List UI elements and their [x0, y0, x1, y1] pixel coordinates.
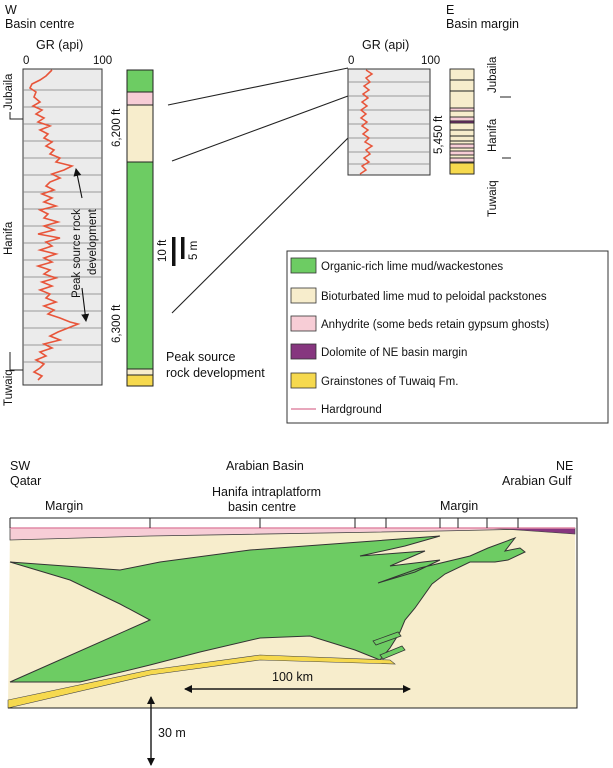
west-direction: W — [5, 3, 17, 17]
legend-item-grainstone: Grainstones of Tuwaiq Fm. — [290, 372, 458, 389]
west-gr-scale-max: 100 — [93, 55, 112, 67]
west-location: Basin centre — [5, 17, 75, 31]
legend-label-organic: Organic-rich lime mud/wackestones — [321, 261, 503, 273]
west-litho-anhydrite — [126, 91, 154, 106]
east-litho-anhydrite-4 — [449, 150, 475, 156]
west-litho-organic-main — [126, 161, 154, 370]
legend-label-bioturbated: Bioturbated lime mud to peloidal packsto… — [321, 291, 547, 303]
west-gr-gridlines — [23, 89, 102, 363]
east-gr-label: GR (api) — [362, 38, 409, 52]
cross-section — [7, 517, 578, 709]
xs-scale-v-label: 30 m — [158, 726, 186, 740]
xs-baseline — [8, 517, 578, 709]
legend-label-anhydrite: Anhydrite (some beds retain gypsum ghost… — [321, 319, 549, 331]
west-depth-upper: 6,200 ft — [111, 108, 123, 147]
xs-center-sub2: basin centre — [228, 500, 296, 514]
xs-scale-h-label: 100 km — [272, 670, 313, 684]
west-gr-label: GR (api) — [36, 38, 83, 52]
correlation-line-bottom — [171, 137, 349, 314]
west-litho-grainstone — [126, 374, 154, 387]
east-gr-curve — [359, 69, 374, 175]
west-depth-lower: 6,300 ft — [111, 304, 123, 343]
east-formation-labels: Jubaila Hanifa Tuwaiq — [487, 56, 511, 217]
xs-ne-direction: NE — [556, 459, 573, 473]
west-peak-arrow-up — [73, 168, 83, 199]
legend-item-dolomite: Dolomite of NE basin margin — [290, 343, 467, 360]
xs-sw-name: Qatar — [10, 474, 41, 488]
east-gr-log: GR (api) 0 100 5,450 ft — [347, 38, 445, 176]
legend-item-organic: Organic-rich lime mud/wackestones — [290, 257, 503, 274]
east-litho-anhydrite-2 — [449, 116, 475, 122]
west-gr-scale-min: 0 — [23, 55, 29, 67]
legend: Organic-rich lime mud/wackestones Biotur… — [286, 250, 609, 424]
east-litho-anhydrite-5 — [449, 157, 475, 163]
legend-label-dolomite: Dolomite of NE basin margin — [321, 347, 467, 359]
legend-item-hardground: Hardground — [291, 404, 382, 416]
west-formation-tuwaiq: Tuwaiq — [3, 369, 15, 406]
xs-center-sub1: Hanifa intraplatform — [212, 485, 321, 499]
west-litho-bioturbated-lower — [126, 368, 154, 376]
scale-bar-m-label: 5 m — [188, 241, 200, 260]
vertical-scale-bar: 10 ft 5 m — [157, 237, 200, 266]
xs-margin-left: Margin — [45, 499, 83, 513]
east-litho-anhydrite-3 — [449, 143, 475, 149]
xs-ne-name: Arabian Gulf — [502, 474, 572, 488]
east-location: Basin margin — [446, 17, 519, 31]
xs-grainstone-base — [7, 654, 396, 709]
xs-organic-body — [9, 535, 526, 683]
legend-item-bioturbated: Bioturbated lime mud to peloidal packsto… — [290, 287, 547, 304]
west-peak-annotation-line2: development — [87, 208, 99, 275]
east-litho-grainstone — [449, 162, 475, 175]
scale-bar-10ft — [172, 237, 176, 266]
correlation-line-middle — [171, 95, 349, 162]
west-peak-footnote-line2: rock development — [166, 366, 265, 380]
correlation-line-top — [167, 67, 349, 106]
xs-center-title: Arabian Basin — [226, 459, 304, 473]
correlation-lines — [167, 67, 349, 314]
east-gr-scale-min: 0 — [348, 55, 354, 67]
scale-bar-5m — [181, 237, 185, 259]
east-litho-anhydrite-1 — [449, 107, 475, 112]
west-peak-annotation-line1: Peak source rock — [71, 209, 83, 298]
west-gr-frame — [22, 68, 103, 386]
east-formation-tuwaiq: Tuwaiq — [487, 180, 499, 217]
west-formation-tick-tuwaiq — [9, 352, 23, 371]
east-lithology-column — [449, 68, 475, 175]
east-formation-jubaila: Jubaila — [487, 56, 499, 93]
east-gr-frame — [347, 68, 431, 176]
east-depth: 5,450 ft — [433, 115, 445, 154]
scale-bar-ft-label: 10 ft — [157, 239, 169, 262]
west-litho-bioturbated-upper — [126, 104, 154, 163]
xs-sw-direction: SW — [10, 459, 30, 473]
east-direction: E — [446, 3, 454, 17]
xs-scale-horizontal: 100 km — [184, 670, 411, 693]
xs-scale-vertical: 30 m — [147, 696, 186, 766]
east-litho-dolomite — [449, 120, 475, 124]
legend-label-hardground: Hardground — [321, 404, 382, 416]
west-formation-jubaila: Jubaila — [3, 73, 15, 110]
west-formation-tick-jubaila — [9, 112, 23, 120]
legend-frame — [286, 250, 609, 424]
west-lithology-column — [126, 69, 154, 387]
xs-ticks — [9, 518, 519, 528]
xs-organic-finger-2 — [379, 645, 406, 660]
west-litho-organic-top — [126, 69, 154, 93]
xs-margin-right: Margin — [440, 499, 478, 513]
west-formation-hanifa: Hanifa — [3, 221, 15, 255]
west-peak-arrow-down — [81, 287, 90, 322]
east-formation-hanifa: Hanifa — [487, 118, 499, 152]
xs-organic-finger-1 — [372, 631, 402, 646]
west-gr-curve — [28, 69, 81, 381]
west-gr-log: GR (api) 0 100 6,200 ft 6,300 ft Jubaila… — [3, 38, 123, 406]
east-gr-scale-max: 100 — [421, 55, 440, 67]
legend-label-grainstone: Grainstones of Tuwaiq Fm. — [321, 376, 458, 388]
legend-item-anhydrite: Anhydrite (some beds retain gypsum ghost… — [290, 315, 549, 332]
west-peak-footnote-line1: Peak source — [166, 350, 236, 364]
